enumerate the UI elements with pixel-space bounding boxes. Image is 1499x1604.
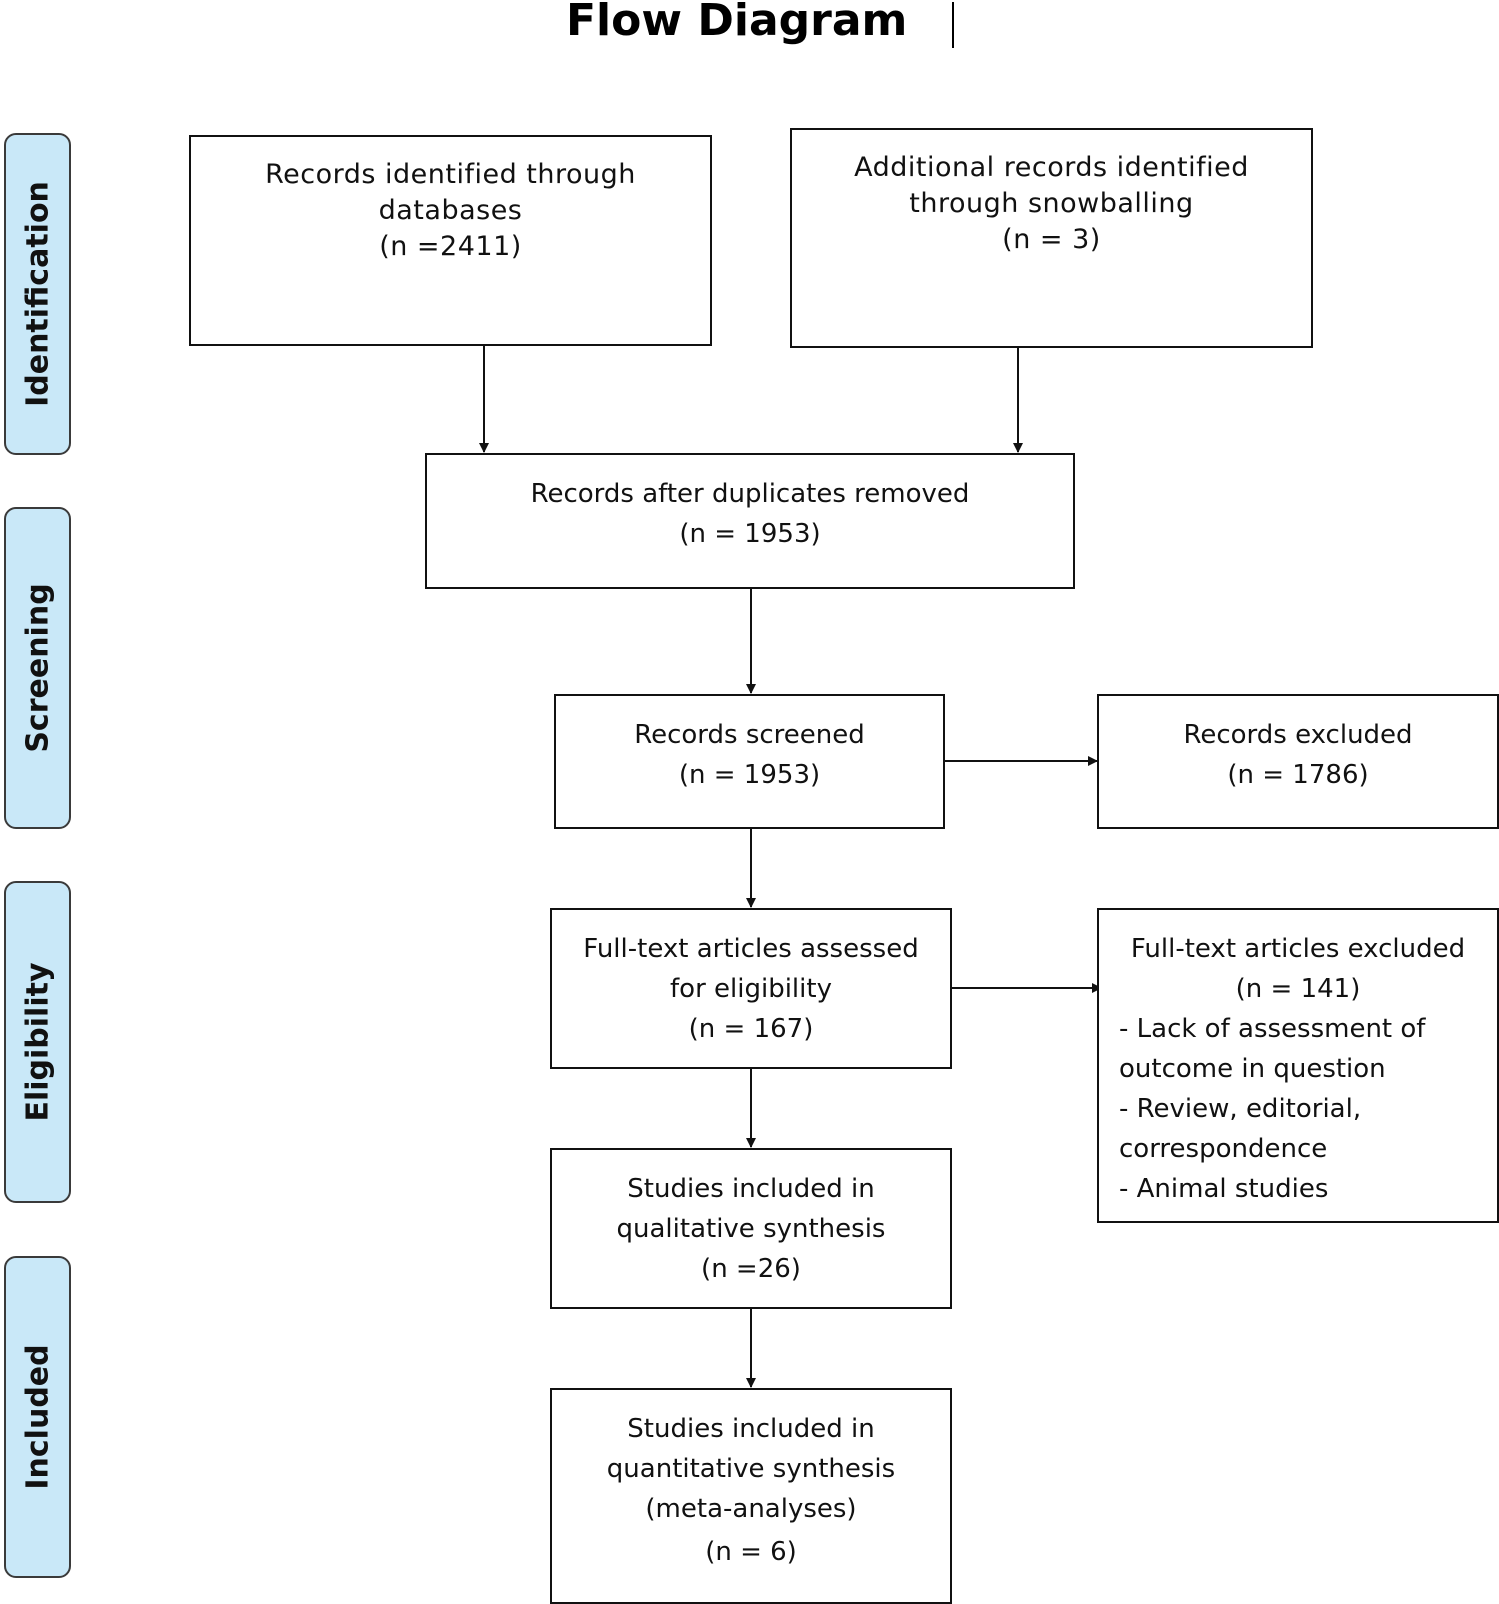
box-fulltext-excluded: Full-text articles excluded (n = 141) - … bbox=[1097, 908, 1499, 1223]
box-snowballing-line2: through snowballing bbox=[909, 188, 1194, 219]
box-qualitative-count: (n =26) bbox=[701, 1254, 801, 1284]
box-duplicates-removed: Records after duplicates removed (n = 19… bbox=[425, 453, 1075, 589]
exclusion-reason: - Animal studies bbox=[1119, 1174, 1329, 1204]
box-additional-snowballing: Additional records identified through sn… bbox=[790, 128, 1313, 348]
exclusion-reason: correspondence bbox=[1119, 1134, 1328, 1164]
box-quantitative-line3: (meta-analyses) bbox=[645, 1494, 857, 1524]
box-records-databases-line1: Records identified through bbox=[265, 159, 636, 190]
box-snowballing-line1: Additional records identified bbox=[854, 152, 1249, 183]
box-records-excluded: Records excluded (n = 1786) bbox=[1097, 694, 1499, 829]
box-snowballing-count: (n = 3) bbox=[1002, 224, 1101, 255]
box-fulltext-assessed-count: (n = 167) bbox=[688, 1014, 814, 1044]
exclusion-reason: - Lack of assessment of bbox=[1119, 1014, 1426, 1044]
box-excluded-count: (n = 1786) bbox=[1227, 760, 1369, 790]
box-fulltext-excluded-count: (n = 141) bbox=[1235, 974, 1361, 1004]
stage-eligibility: Eligibility bbox=[4, 881, 71, 1203]
box-records-databases-line2: databases bbox=[378, 195, 523, 226]
box-records-databases-count: (n =2411) bbox=[379, 231, 522, 262]
box-quantitative-synthesis: Studies included in quantitative synthes… bbox=[550, 1388, 952, 1604]
box-quantitative-line1: Studies included in bbox=[627, 1414, 875, 1444]
stage-screening: Screening bbox=[4, 507, 71, 829]
box-records-screened: Records screened (n = 1953) bbox=[554, 694, 945, 829]
text-cursor bbox=[952, 2, 954, 48]
box-duplicates-line1: Records after duplicates removed bbox=[530, 479, 970, 509]
box-fulltext-assessed-line1: Full-text articles assessed bbox=[583, 934, 919, 964]
box-fulltext-assessed: Full-text articles assessed for eligibil… bbox=[550, 908, 952, 1069]
stage-identification: Identification bbox=[4, 133, 71, 455]
diagram-title: Flow Diagram bbox=[566, 0, 908, 46]
box-duplicates-count: (n = 1953) bbox=[679, 519, 821, 549]
box-fulltext-excluded-line1: Full-text articles excluded bbox=[1130, 934, 1466, 964]
exclusion-reason: - Review, editorial, bbox=[1119, 1094, 1362, 1124]
box-records-databases: Records identified through databases (n … bbox=[189, 135, 712, 346]
exclusion-reason: outcome in question bbox=[1119, 1054, 1386, 1084]
box-excluded-line1: Records excluded bbox=[1183, 720, 1413, 750]
box-qualitative-synthesis: Studies included in qualitative synthesi… bbox=[550, 1148, 952, 1309]
box-quantitative-count: (n = 6) bbox=[705, 1537, 797, 1567]
box-qualitative-line2: qualitative synthesis bbox=[616, 1214, 886, 1244]
box-screened-count: (n = 1953) bbox=[678, 760, 821, 790]
exclusion-reasons-list: - Lack of assessment of outcome in quest… bbox=[1099, 1009, 1497, 1209]
box-fulltext-assessed-line2: for eligibility bbox=[670, 974, 832, 1004]
box-qualitative-line1: Studies included in bbox=[627, 1174, 875, 1204]
box-quantitative-line2: quantitative synthesis bbox=[606, 1454, 896, 1484]
stage-included: Included bbox=[4, 1256, 71, 1578]
box-screened-line1: Records screened bbox=[634, 720, 865, 750]
